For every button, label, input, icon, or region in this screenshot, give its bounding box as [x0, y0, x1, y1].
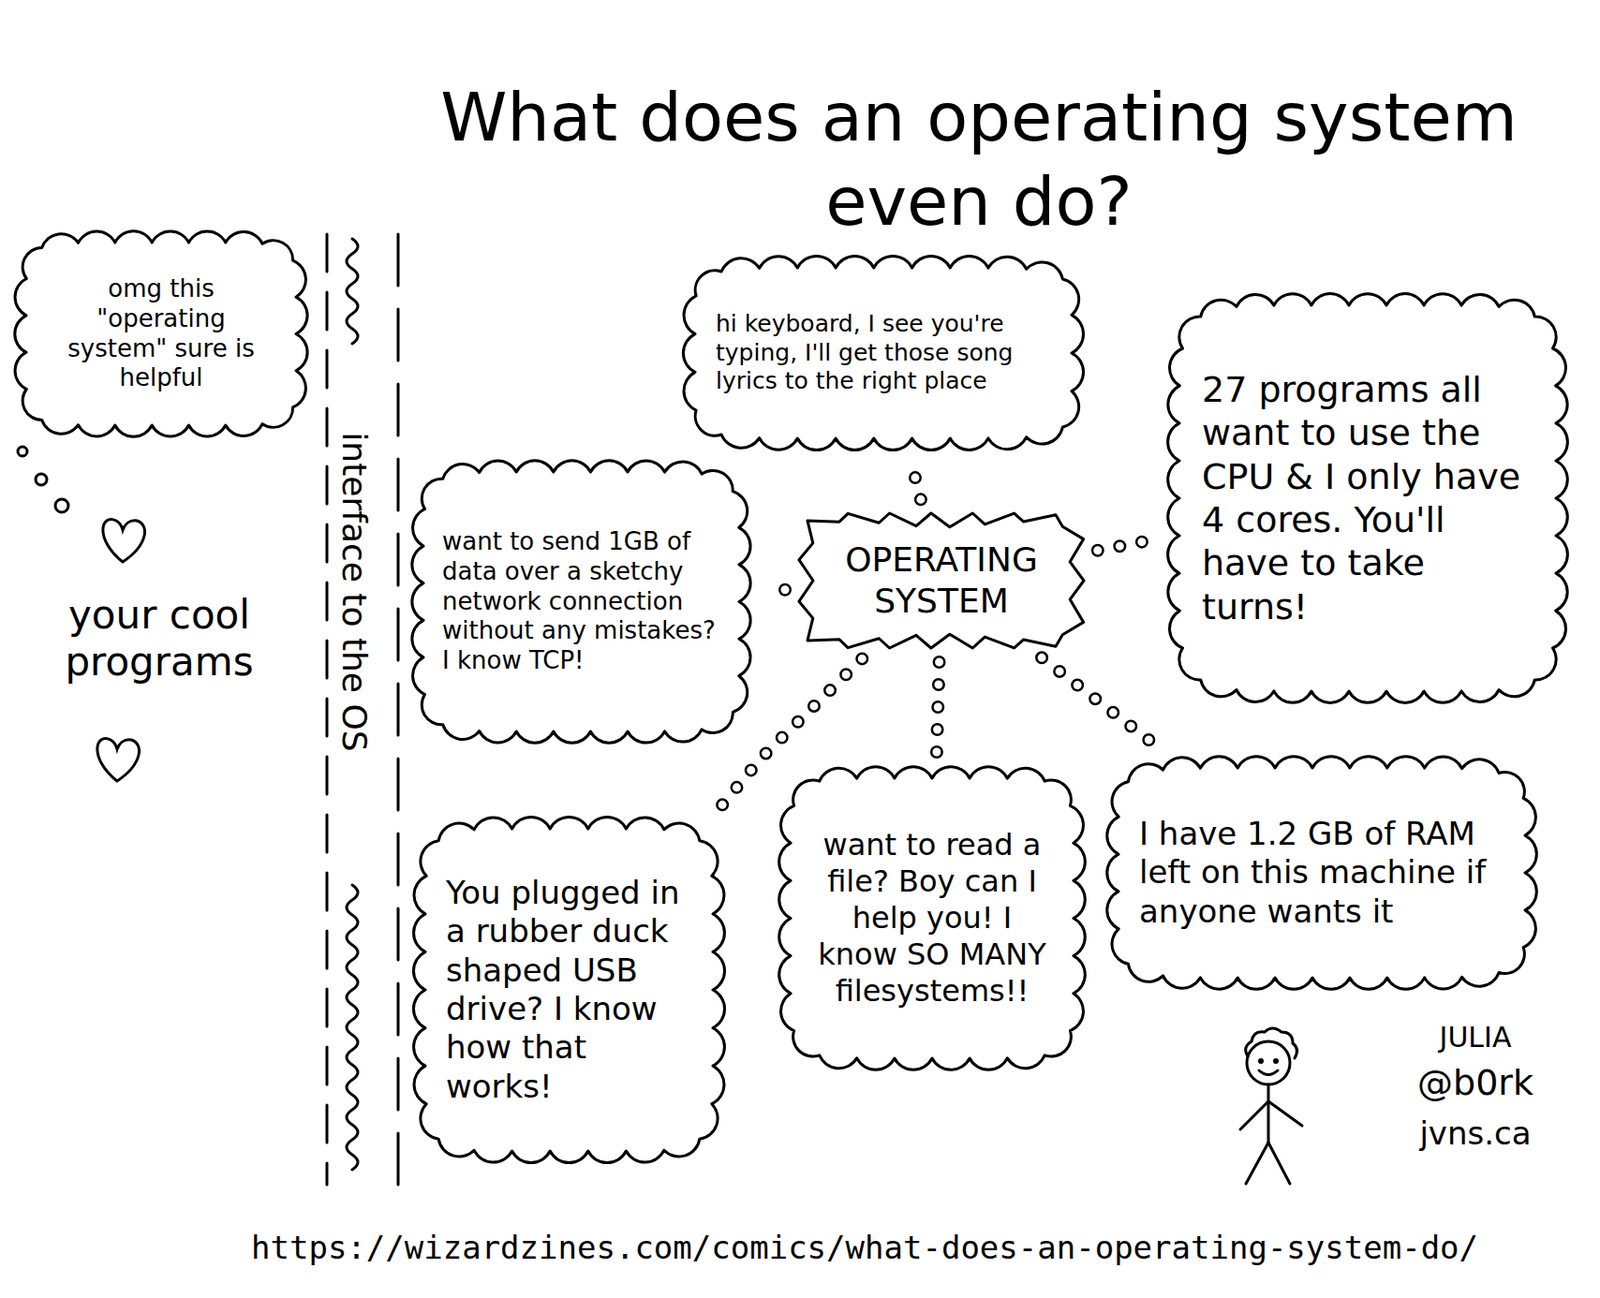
bubble-trail — [936, 662, 940, 755]
cloud-outline — [412, 460, 751, 743]
source-url: https://wizardzines.com/comics/what-does… — [251, 1229, 1582, 1268]
thought-bubble — [55, 499, 69, 513]
node-text: hi keyboard, I see you're typing, I'll g… — [715, 310, 1052, 397]
bubble-hole — [936, 662, 940, 755]
cloud-outline — [14, 231, 308, 437]
node-outline — [1166, 292, 1570, 705]
bubble-trail — [1041, 657, 1159, 748]
thought-cloud: I have 1.2 GB of RAM left on this machin… — [1105, 755, 1539, 992]
os-box: OPERATING SYSTEM — [796, 510, 1087, 652]
thought-cloud: want to send 1GB of data over a sketchy … — [410, 459, 753, 745]
bubble-hole — [911, 462, 921, 501]
figure-arm — [1268, 1101, 1303, 1126]
node-text: want to send 1GB of data over a sketchy … — [442, 527, 721, 677]
dashed-divider — [397, 234, 400, 1186]
thought-cloud: 27 programs all want to use the CPU & I … — [1166, 292, 1570, 705]
heart — [97, 739, 140, 782]
signature: @b0rk — [1377, 1062, 1574, 1106]
thought-cloud: want to read a file? Boy can I help you!… — [777, 765, 1087, 1072]
figure-leg — [1268, 1142, 1290, 1185]
bubble-trail-connector — [1097, 539, 1156, 551]
figure-arm — [1240, 1101, 1269, 1130]
title: What does an operating system even do? — [440, 74, 1518, 244]
cloud-outline — [682, 255, 1083, 450]
thought-bubble — [35, 474, 47, 486]
figure-leg — [1245, 1142, 1269, 1185]
wavy-line — [346, 885, 358, 1171]
dashed-divider — [325, 234, 329, 1186]
bubble-trail — [1097, 539, 1156, 551]
figure-eye — [1259, 1060, 1263, 1064]
figure-smile — [1259, 1070, 1278, 1076]
cloud-outline — [779, 767, 1086, 1071]
figure-head — [1246, 1041, 1290, 1085]
bubble-trail-connector — [763, 590, 786, 592]
cloud-outline — [413, 816, 725, 1163]
bubble-hole — [763, 590, 786, 592]
figure-hair — [1245, 1028, 1298, 1059]
spiky-outline — [799, 513, 1084, 649]
figure-body — [1267, 1084, 1271, 1143]
cloud-outline — [1168, 294, 1569, 704]
node-text: omg this "operating system" sure is help… — [44, 274, 278, 394]
interface-label: interface to the OS — [333, 431, 374, 752]
bubble-hole — [1097, 539, 1156, 551]
figure-eye — [1274, 1060, 1278, 1064]
cloud-outline — [1107, 756, 1538, 991]
thought-bubble — [17, 446, 28, 457]
thought-cloud: omg this "operating system" sure is help… — [13, 229, 310, 439]
node-text: want to read a file? Boy can I help you!… — [809, 827, 1055, 1010]
bubble-hole — [1041, 657, 1159, 748]
programs-label: your cool programs — [28, 592, 291, 687]
signature: jvns.ca — [1377, 1114, 1574, 1154]
node-text: 27 programs all want to use the CPU & I … — [1201, 368, 1534, 629]
node-text: You plugged in a rubber duck shaped USB … — [445, 874, 693, 1108]
node-outline — [796, 510, 1087, 652]
thought-cloud: You plugged in a rubber duck shaped USB … — [412, 815, 726, 1165]
bubble-trail — [763, 590, 786, 592]
thought-cloud: hi keyboard, I see you're typing, I'll g… — [681, 254, 1085, 452]
node-text: OPERATING SYSTEM — [828, 539, 1055, 623]
heart — [103, 519, 146, 563]
bubble-trail-connector — [936, 662, 940, 755]
bubble-trail-connector — [911, 462, 921, 501]
node-text: I have 1.2 GB of RAM left on this machin… — [1139, 814, 1505, 932]
bubble-trail-connector — [1041, 657, 1159, 748]
bubble-trail — [911, 462, 921, 501]
stick-figure — [1240, 1028, 1303, 1185]
wavy-line — [346, 238, 358, 344]
signature: JULIA — [1377, 1021, 1574, 1055]
